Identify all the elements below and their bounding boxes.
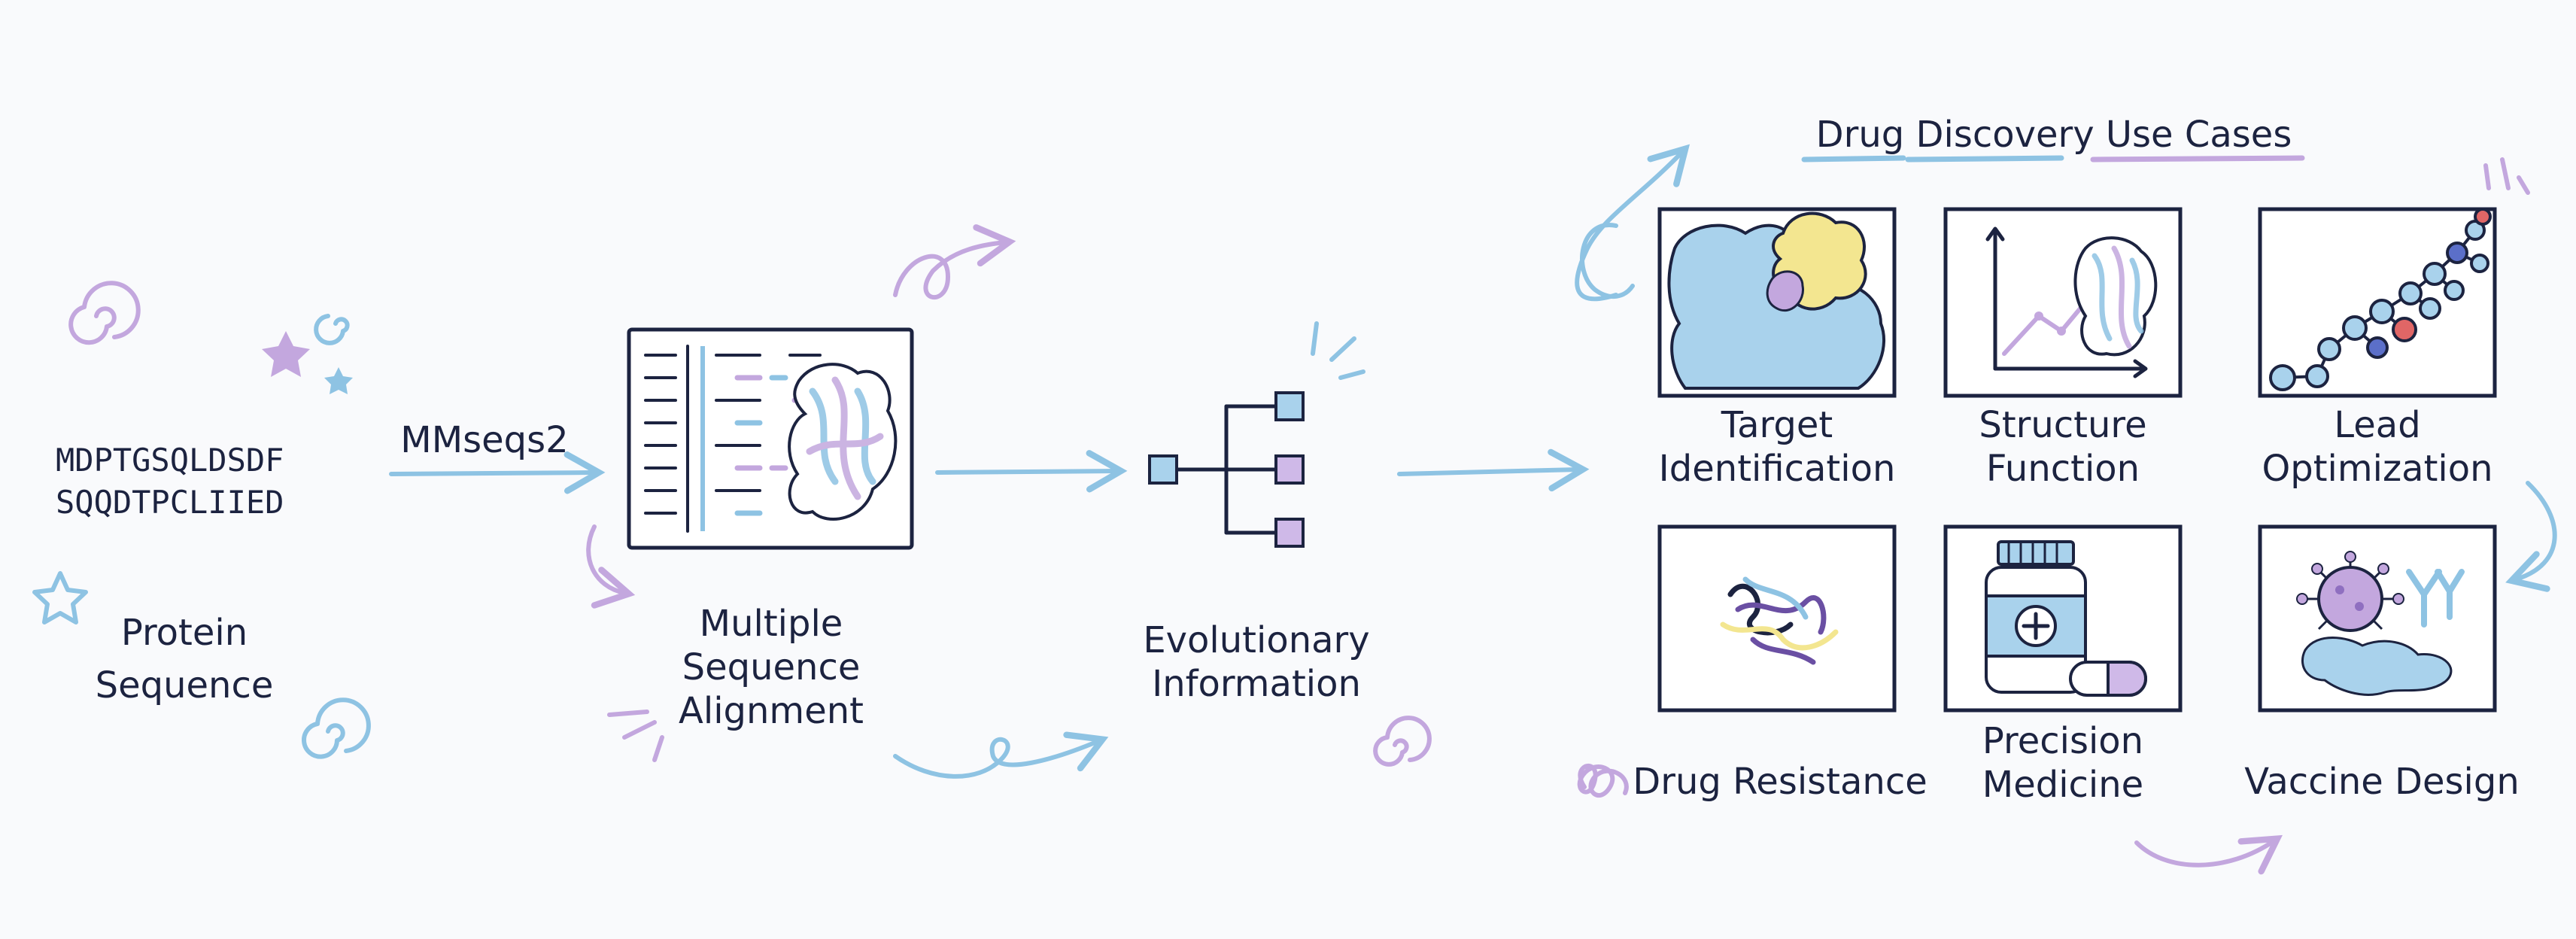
msa-card — [627, 327, 914, 550]
curved-arrow-doodle — [2505, 481, 2557, 592]
curved-arrow-doodle — [1575, 144, 1690, 302]
use-case-precision-frame — [1943, 524, 2183, 713]
evolutionary-tree-icon — [1148, 391, 1305, 548]
use-case-vaccine-frame — [2258, 524, 2497, 713]
plus-cross-icon — [2022, 612, 2050, 640]
vaccine-design-label: Vaccine Design — [2244, 761, 2520, 803]
mmseqs2-label: MMseqs2 — [400, 419, 569, 461]
swirl-doodle — [302, 697, 371, 759]
target-identification-label: Target Identification — [1658, 404, 1896, 490]
swirl-doodle — [314, 314, 350, 345]
arrow-msa-to-tree — [935, 450, 1128, 493]
title-underline — [1801, 155, 2305, 163]
structure-function-label: Structure Function — [1979, 404, 2147, 490]
flow-arrows — [389, 448, 1590, 494]
capsule-icon — [2069, 661, 2147, 697]
loop-arrow-doodle — [893, 731, 1109, 779]
precision-medicine-label: Precision Medicine — [1982, 720, 2144, 806]
curved-arrow-doodle — [586, 524, 636, 609]
use-case-target-frame — [1657, 207, 1897, 398]
protein-sequence-text: MDPTGSQLDSDF SQQDTPCLIIED — [56, 439, 284, 524]
curved-arrow-doodle — [1580, 223, 1635, 299]
antibody-icon — [2406, 569, 2465, 628]
swirl-doodle — [1373, 716, 1432, 767]
cell-surface-icon — [2301, 637, 2453, 696]
arrow-tree-to-usecases — [1397, 448, 1590, 492]
dash-doodle — [2483, 157, 2530, 195]
virus-icon — [2296, 551, 2404, 632]
loop-doodle — [1577, 764, 1629, 798]
curved-arrow-doodle — [2134, 834, 2283, 875]
star-doodle — [262, 331, 310, 377]
use-case-structure-frame — [1943, 207, 2183, 398]
use-cases-title: Drug Discovery Use Cases — [1815, 114, 2292, 156]
star-doodle — [324, 367, 353, 394]
use-case-resistance-frame — [1657, 524, 1897, 713]
evolutionary-info-label: Evolutionary Information — [1143, 619, 1370, 705]
dash-doodle — [1311, 321, 1365, 380]
arrow-sequence-to-msa — [389, 451, 606, 494]
swirl-doodle — [68, 281, 141, 345]
pill-bottle-icon — [1985, 540, 2087, 694]
msa-label: Multiple Sequence Alignment — [679, 603, 864, 732]
sequence-line-1: MDPTGSQLDSDF — [56, 442, 284, 479]
molecule-chain-icon — [2269, 208, 2492, 391]
protein-sequence-label: Protein Sequence — [95, 612, 274, 707]
dash-doodle — [607, 710, 664, 762]
drug-resistance-label: Drug Resistance — [1633, 761, 1927, 803]
tangled-protein-icon — [1720, 576, 1839, 665]
loop-arrow-doodle — [893, 224, 1016, 300]
lead-optimization-label: Lead Optimization — [2262, 404, 2493, 490]
decorative-doodles — [32, 144, 2557, 875]
use-case-lead-frame — [2258, 207, 2497, 398]
star-doodle — [32, 571, 88, 624]
sequence-line-2: SQQDTPCLIIED — [56, 484, 284, 521]
